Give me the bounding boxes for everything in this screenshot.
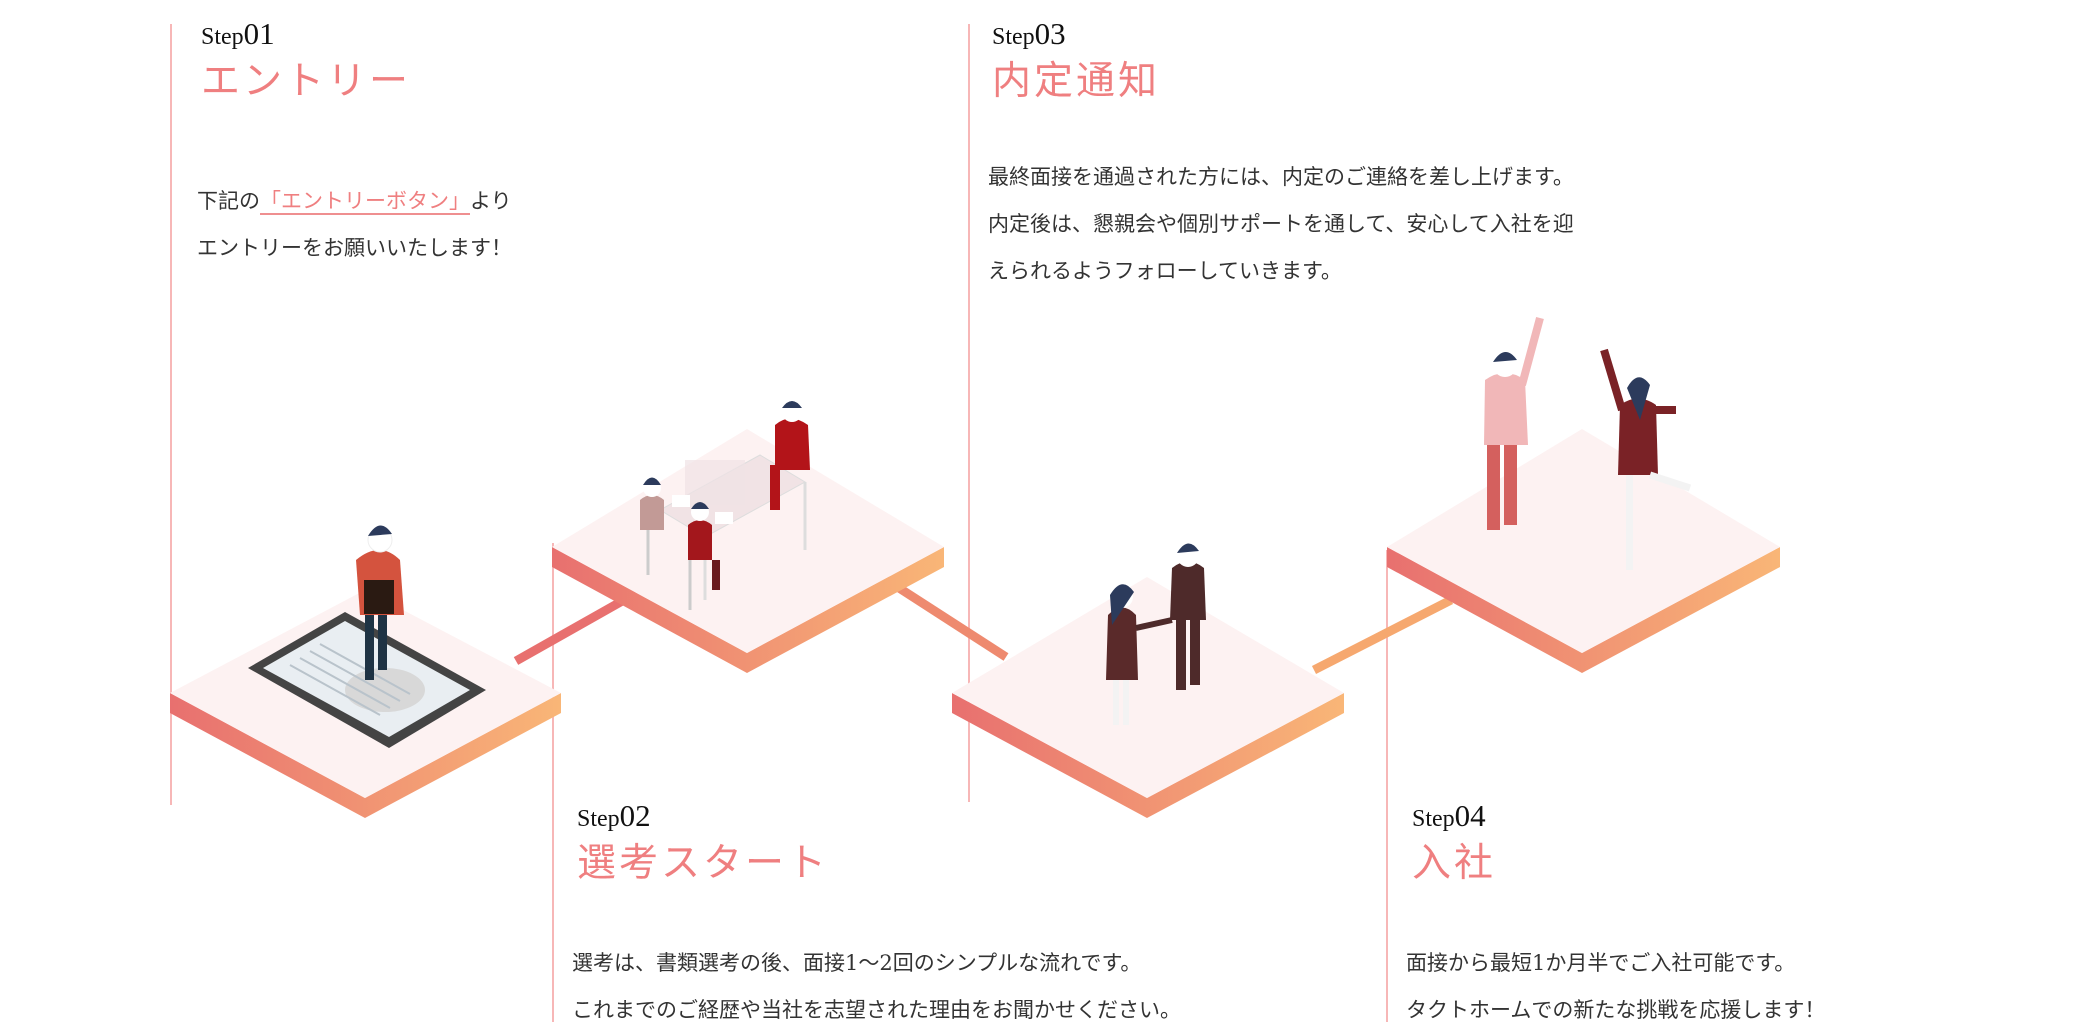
body-text: より (470, 189, 512, 213)
body-text: 内定後は、懇親会や個別サポートを通して、安心して入社を迎 (988, 212, 1574, 236)
handshake-figures (1106, 543, 1206, 725)
step-03: Step03 内定通知 (992, 18, 1160, 106)
step-01-description: 下記の「エントリーボタン」より エントリーをお願いいたします！ (197, 178, 512, 272)
candidate-figures (640, 477, 720, 610)
platform-step01 (170, 525, 561, 818)
step-label: Step02 (577, 798, 651, 833)
celebrating-man-figure (1484, 316, 1544, 530)
step-04: Step04 入社 (1412, 800, 1496, 888)
step-title: 内定通知 (992, 59, 1161, 104)
platform-step04 (1387, 316, 1780, 673)
connector-2-3 (893, 582, 1009, 661)
timeline-line-step04 (1386, 550, 1388, 1022)
step-title: 選考スタート (577, 841, 830, 886)
step-04-description: 面接から最短1か月半でご入社可能です。 タクトホームでの新たな挑戦を応援します！ (1406, 940, 1825, 1034)
step-label: Step03 (992, 16, 1066, 51)
step-01: Step01 エントリー (201, 18, 411, 106)
step-label: Step04 (1412, 798, 1486, 833)
connector-3-4 (1311, 595, 1454, 675)
entry-button-link[interactable]: 「エントリーボタン」 (260, 189, 470, 215)
body-text: 最終面接を通過された方には、内定のご連絡を差し上げます。 (988, 165, 1574, 189)
step-02: Step02 選考スタート (577, 800, 829, 888)
step-title: エントリー (201, 59, 412, 104)
timeline-line-step03 (968, 24, 970, 802)
body-text: これまでのご経歴や当社を志望された理由をお聞かせください。 (572, 998, 1181, 1022)
person-entry-figure (356, 525, 404, 680)
step-03-description: 最終面接を通過された方には、内定のご連絡を差し上げます。 内定後は、懇親会や個別… (988, 154, 1574, 295)
timeline-line-step02 (552, 543, 554, 1022)
body-text: 下記の (197, 189, 260, 213)
connector-1-2 (513, 596, 627, 665)
body-text: タクトホームでの新たな挑戦を応援します！ (1406, 998, 1826, 1022)
step-label: Step01 (201, 16, 275, 51)
celebrating-woman-figure (1600, 348, 1692, 570)
timeline-line-step01 (170, 24, 172, 805)
interviewer-figure (770, 401, 810, 510)
step-02-description: 選考は、書類選考の後、面接1〜2回のシンプルな流れです。 これまでのご経歴や当社… (572, 940, 1181, 1034)
platform-step03 (952, 543, 1344, 818)
body-text: エントリーをお願いいたします！ (197, 236, 512, 260)
body-text: 選考は、書類選考の後、面接1〜2回のシンプルな流れです。 (572, 951, 1142, 975)
body-text: えられるようフォローしていきます。 (988, 259, 1342, 283)
body-text: 面接から最短1か月半でご入社可能です。 (1406, 951, 1796, 975)
step-title: 入社 (1412, 841, 1497, 886)
platform-step02 (552, 401, 944, 673)
